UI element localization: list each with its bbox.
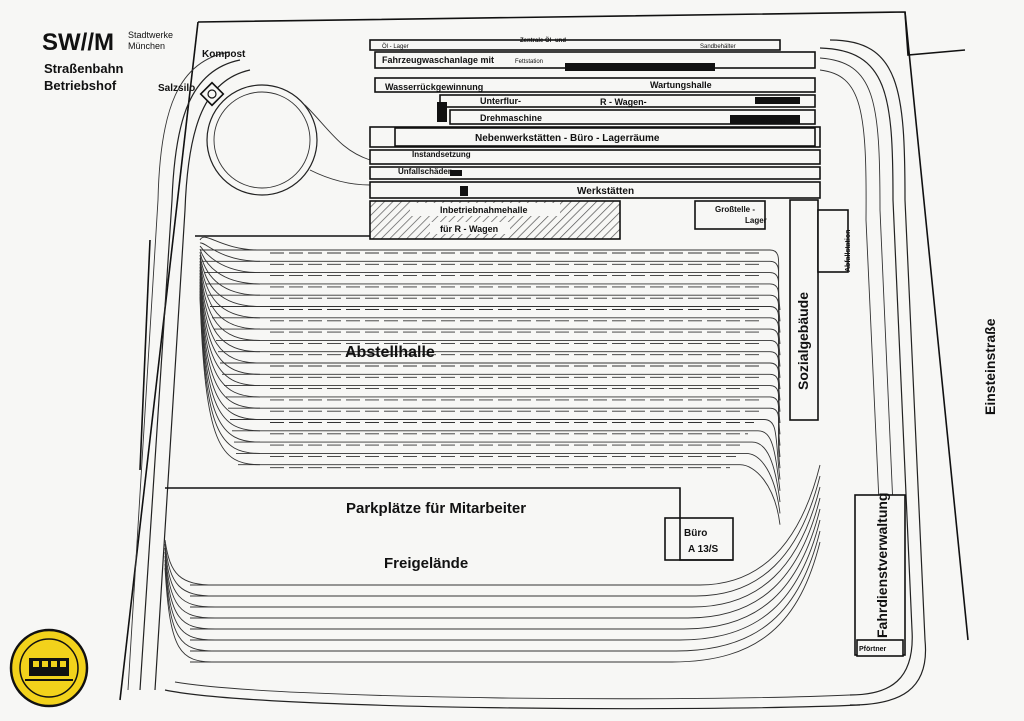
label-lager: Lager (745, 216, 767, 225)
label-abstellhalle: Abstellhalle (345, 344, 435, 361)
loop-tracks (127, 39, 927, 710)
west-wall (139, 239, 151, 471)
logo-line1: Stadtwerke (128, 30, 173, 40)
hall-track (199, 293, 781, 514)
tram-club-seal-icon (9, 628, 89, 708)
label-fahrdienst: Fahrdienstverwaltung (874, 493, 890, 638)
label-fuer-r: für R - Wagen (440, 224, 498, 234)
label-pfoertner: Pförtner (859, 646, 887, 653)
hall-track (199, 254, 781, 367)
label-inbetrieb: Inbetriebnahmehalle (440, 205, 528, 215)
storage-hall-tracks (199, 236, 781, 525)
yard-track (164, 541, 821, 663)
label-instandsetzung: Instandsetzung (412, 150, 471, 159)
hall-track (199, 296, 781, 525)
hall-track (199, 245, 781, 333)
label-einstein: Einsteinstraße (982, 318, 998, 415)
hall-track (199, 248, 781, 344)
label-freigelaende: Freigelände (384, 555, 468, 572)
label-oel-lager: Öl - Lager (382, 43, 409, 50)
label-buero: Büro (684, 528, 707, 539)
service-buildings (664, 199, 906, 657)
yard-track (164, 508, 821, 630)
yard-tracks (164, 464, 821, 663)
parking-boundary (165, 487, 733, 561)
title-line2: Betriebshof (44, 78, 117, 93)
yard-track (164, 464, 821, 586)
maintenance-buildings (369, 39, 821, 240)
plan-labels: SW//M Stadtwerke München Straßenbahn Bet… (42, 29, 998, 653)
hall-track (199, 272, 781, 435)
turning-loop (206, 84, 371, 196)
hall-track (199, 284, 781, 480)
label-unfallschaeden: Unfallschäden (398, 167, 453, 176)
label-a13: A 13/S (688, 544, 719, 555)
title-line1: Straßenbahn (44, 61, 124, 76)
hall-track (199, 275, 781, 446)
label-drehmaschine: Drehmaschine (480, 113, 542, 123)
label-salzsilo: Salzsilo (158, 83, 195, 94)
label-fettstation: Fettstation (515, 59, 543, 65)
label-wasser: Wasserrückgewinnung (385, 82, 483, 92)
label-fahrzeugwasch: Fahrzeugwaschanlage mit (382, 55, 494, 65)
logo-line2: München (128, 41, 165, 51)
hall-track (199, 266, 781, 412)
hall-track (199, 260, 781, 390)
label-r-wagen: R - Wagen- (600, 97, 647, 107)
label-kompost: Kompost (202, 49, 246, 60)
label-abfallstation: Abfallstation (845, 230, 852, 272)
salzsilo-structure (199, 81, 225, 107)
label-sozial: Sozialgebäude (795, 292, 811, 390)
label-stand: Stand (760, 116, 785, 126)
label-sandbehaelter: Sandbehälter (700, 44, 736, 50)
yard-track (164, 475, 821, 597)
hall-track (199, 278, 781, 457)
yard-track (164, 530, 821, 652)
hall-track (199, 287, 781, 491)
hall-track (199, 251, 781, 356)
label-zentrale: Zentrale Öl- und (520, 37, 566, 44)
yard-track (164, 486, 821, 608)
logo-brand: SW//M (42, 29, 114, 56)
label-grosstelle: Großtelle - (715, 205, 755, 214)
label-wartungshalle: Wartungshalle (650, 80, 712, 90)
label-unterflur: Unterflur- (480, 96, 521, 106)
label-werkstaetten: Werkstätten (577, 186, 634, 197)
hall-track (199, 236, 781, 311)
label-parkplaetze: Parkplätze für Mitarbeiter (346, 500, 526, 517)
yard-track (164, 497, 821, 619)
yard-track (164, 519, 821, 641)
label-nebenwerk: Nebenwerkstätten - Büro - Lagerräume (475, 133, 660, 144)
site-boundary (119, 11, 969, 701)
hall-track (199, 290, 781, 503)
